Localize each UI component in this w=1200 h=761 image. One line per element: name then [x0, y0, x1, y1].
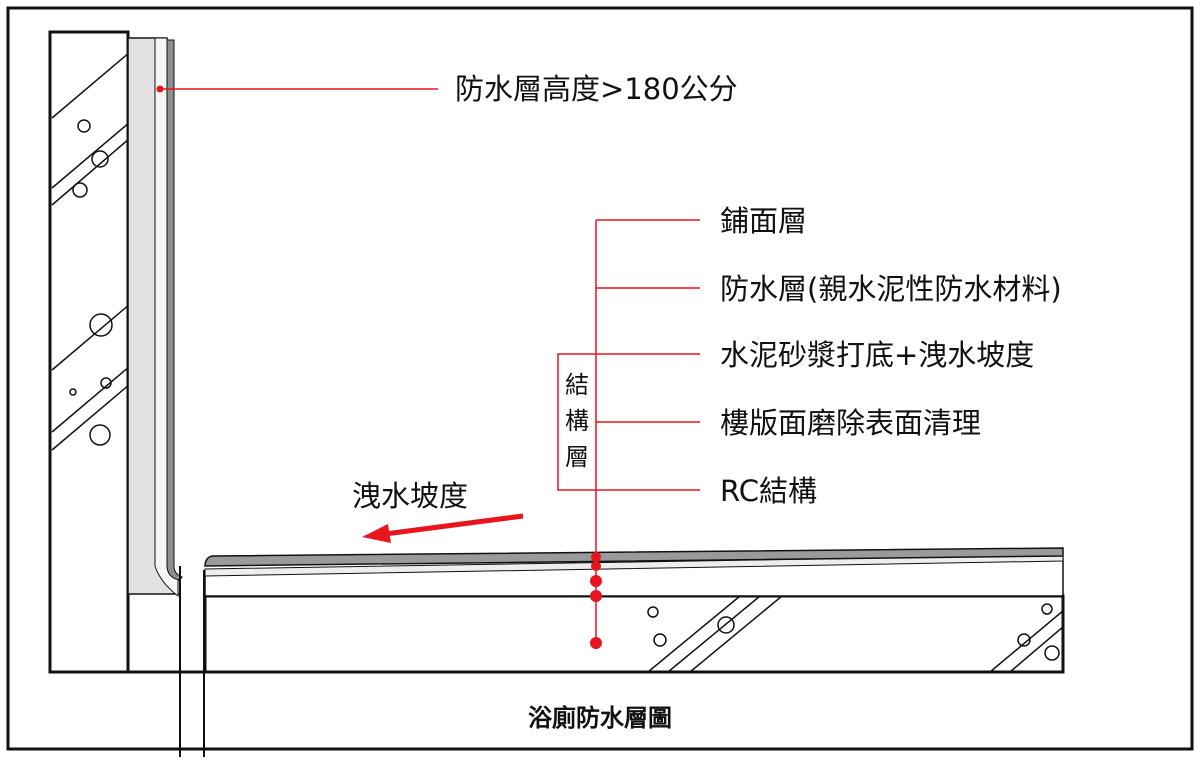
- wall-height-label: 防水層高度>180公分: [455, 72, 738, 106]
- bracket-label-char-2: 構: [565, 407, 589, 435]
- floor-tile-layer: [204, 547, 1064, 567]
- bracket-label-char-1: 結: [565, 371, 589, 399]
- slope-arrow: [362, 513, 524, 543]
- slab-hatch: [647, 596, 1063, 672]
- outer-frame: [6, 6, 1194, 751]
- rc-slab: [203, 594, 1065, 674]
- layer-label-rc: RC結構: [720, 474, 817, 508]
- structure-bracket: [557, 353, 596, 491]
- wall-tile-layer: [166, 39, 183, 581]
- diagram-title: 浴廁防水層圖: [528, 704, 672, 732]
- layer-label-waterproof: 防水層(親水泥性防水材料): [720, 272, 1062, 306]
- layer-label-slab-clean: 樓版面磨除表面清理: [720, 406, 981, 440]
- layer-label-mortar: 水泥砂漿打底+洩水坡度: [720, 338, 1034, 372]
- leader-lines: [160, 88, 700, 643]
- bracket-label-char-3: 層: [565, 443, 589, 471]
- leader-dots: [156, 85, 602, 649]
- layer-label-paving: 鋪面層: [720, 204, 807, 238]
- wall-hatch: [51, 52, 128, 451]
- slope-label: 洩水坡度: [352, 479, 468, 513]
- structure-fill: [50, 32, 1063, 672]
